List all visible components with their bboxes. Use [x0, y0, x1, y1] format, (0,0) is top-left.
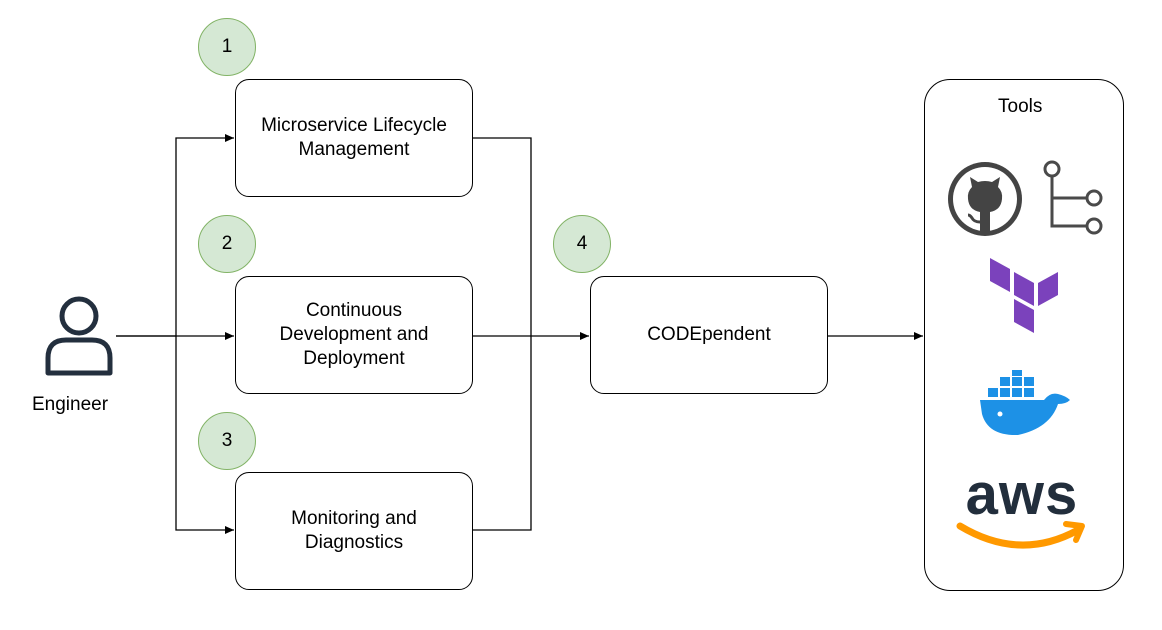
aws-icon: aws: [956, 464, 1085, 549]
user-icon: [45, 296, 113, 376]
step-microservice-lifecycle-box: Microservice Lifecycle Management: [235, 79, 473, 197]
step-3-badge: 3: [198, 412, 256, 470]
steps-to-hub-connector: [473, 137, 589, 531]
step-monitoring-box: Monitoring and Diagnostics: [235, 472, 473, 590]
aws-wordmark: aws: [966, 464, 1079, 527]
engineer-label: Engineer: [32, 394, 109, 415]
git-branch-icon: [1043, 160, 1103, 235]
tools-title: Tools: [998, 96, 1043, 117]
codependent-box: CODEpendent: [590, 276, 828, 394]
terraform-icon: [990, 258, 1058, 333]
tools-panel: [924, 79, 1124, 591]
github-icon: [948, 162, 1022, 236]
step-1-badge: 1: [198, 18, 256, 76]
step-2-badge: 2: [198, 215, 256, 273]
step-continuous-deployment-box: Continuous Development and Deployment: [235, 276, 473, 394]
engineer-to-steps-connector: [116, 134, 234, 534]
docker-icon: [980, 370, 1070, 436]
hub-badge: 4: [553, 215, 611, 273]
